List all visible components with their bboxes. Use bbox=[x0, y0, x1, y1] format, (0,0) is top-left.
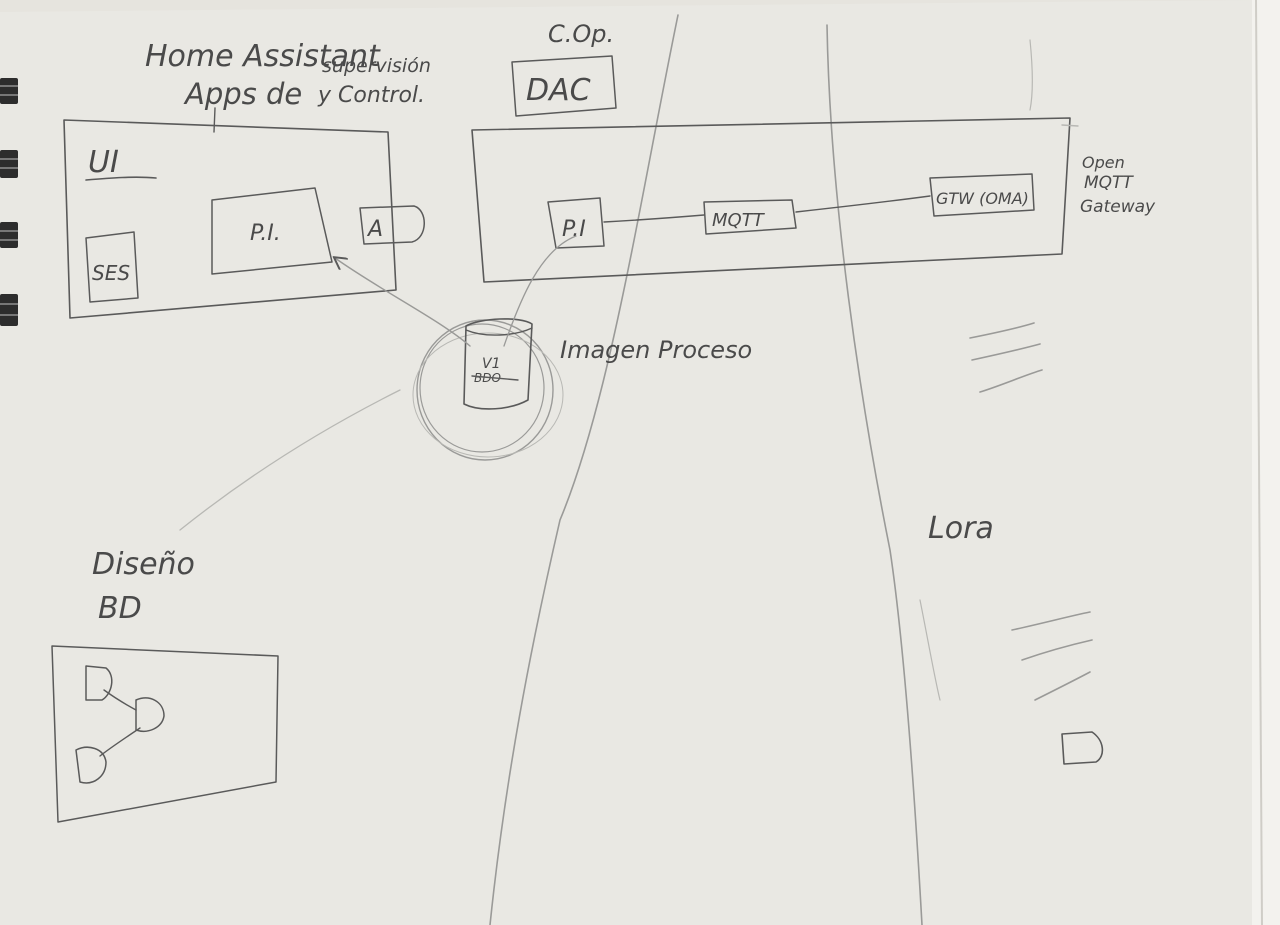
pi-to-mqtt-line bbox=[603, 214, 705, 223]
wireless-signal-bottom bbox=[1011, 611, 1093, 701]
open-mqtt-line3: Gateway bbox=[1080, 197, 1156, 217]
database-node: V1 BDO bbox=[412, 318, 564, 461]
imagen-proceso-label: Imagen Proceso bbox=[560, 336, 752, 364]
home-assistant-label: Home Assistant bbox=[145, 39, 381, 74]
db-to-ui-arrow bbox=[335, 258, 471, 347]
pi-box-op bbox=[547, 197, 605, 249]
header-connector bbox=[213, 107, 216, 133]
mqtt-to-gtw-line bbox=[795, 195, 931, 213]
db-design-box bbox=[51, 645, 279, 823]
database-icon bbox=[463, 318, 533, 410]
ses-label: SES bbox=[92, 261, 130, 285]
pi-label-op: P.I bbox=[562, 217, 586, 242]
dac-label: DAC bbox=[526, 73, 591, 108]
pi-box-ui bbox=[211, 187, 333, 275]
entity-node-1 bbox=[85, 665, 113, 701]
open-mqtt-line1: Open bbox=[1082, 153, 1125, 172]
y-control-label: y Control. bbox=[317, 83, 425, 108]
supervision-label: supervisión bbox=[322, 55, 431, 77]
db-label-v1: V1 bbox=[482, 356, 500, 372]
ui-title: UI bbox=[88, 145, 119, 180]
ses-box bbox=[85, 231, 139, 303]
pi-label-ui: P.I. bbox=[250, 221, 281, 246]
ui-box: UI SES P.I. A bbox=[63, 119, 425, 319]
wireless-signal-top bbox=[969, 322, 1043, 393]
divider-line-right bbox=[826, 24, 923, 925]
process-circle-inner bbox=[419, 323, 545, 453]
apps-de-label: Apps de bbox=[183, 77, 302, 111]
lora-device-icon bbox=[1061, 731, 1104, 765]
gtw-label: GTW (OMA) bbox=[936, 189, 1029, 208]
side-box bbox=[359, 205, 425, 245]
diseno-label: Diseño bbox=[92, 547, 195, 582]
divider-line-left bbox=[489, 14, 679, 925]
lora-label: Lora bbox=[928, 511, 994, 546]
side-label: A bbox=[366, 217, 383, 242]
entity-node-2 bbox=[135, 697, 165, 732]
gtw-box bbox=[929, 173, 1035, 217]
entity-node-3 bbox=[75, 746, 107, 784]
faint-stroke bbox=[1029, 39, 1033, 111]
bd-label: BD bbox=[98, 591, 142, 626]
spiral-binding bbox=[0, 78, 18, 326]
dac-box bbox=[511, 55, 617, 117]
open-mqtt-line2: MQTT bbox=[1084, 173, 1134, 193]
operations-box: P.I MQTT GTW (OMA) bbox=[471, 117, 1079, 283]
mqtt-label: MQTT bbox=[712, 210, 766, 231]
cop-label: C.Op. bbox=[548, 20, 614, 48]
entity-link-1 bbox=[103, 689, 137, 711]
entity-link-2 bbox=[99, 727, 141, 757]
mqtt-box bbox=[703, 199, 797, 235]
db-to-design-line bbox=[179, 389, 401, 531]
faint-stroke-2 bbox=[919, 599, 941, 701]
db-to-pi-line bbox=[503, 235, 577, 347]
